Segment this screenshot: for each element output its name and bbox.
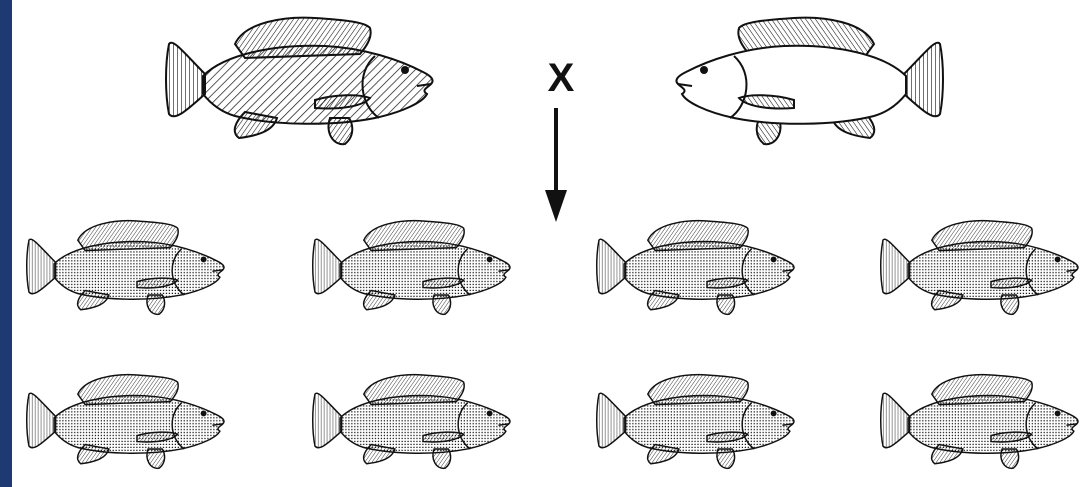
offspring-fish (597, 221, 794, 315)
offspring-fish (313, 375, 510, 469)
parent-fish-hatched (166, 18, 433, 145)
down-arrow-icon (545, 108, 567, 222)
parent-fish-plain (676, 18, 943, 145)
cross-symbol: X (541, 56, 581, 100)
offspring-fish (27, 375, 224, 469)
offspring-fish (881, 221, 1078, 315)
offspring-fish (27, 221, 224, 315)
offspring-fish (881, 375, 1078, 469)
offspring-fish (597, 375, 794, 469)
offspring-fish (313, 221, 510, 315)
